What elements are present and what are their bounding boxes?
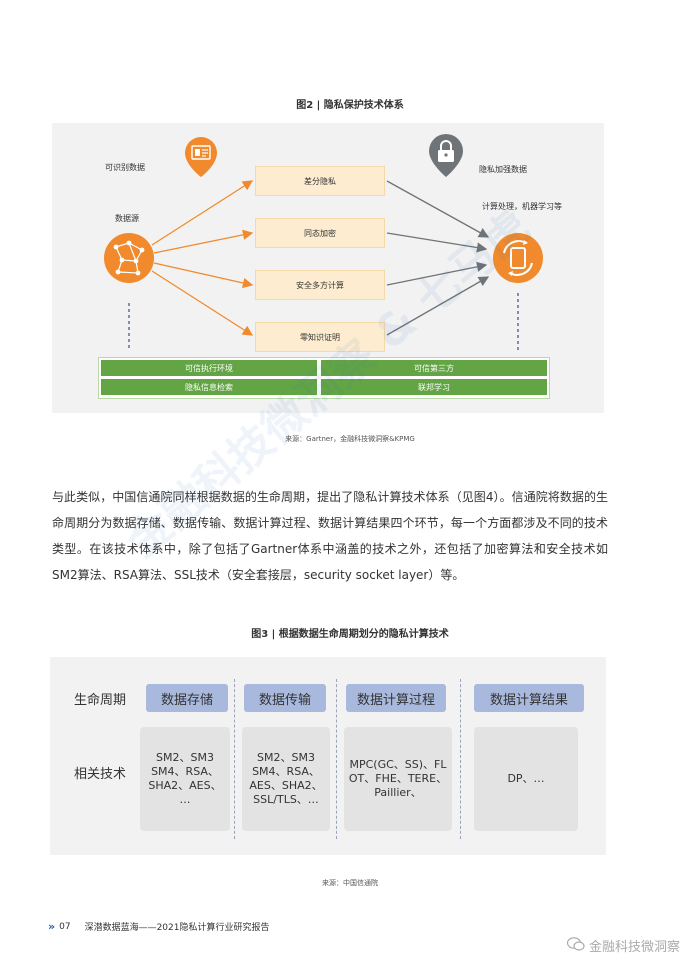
arrow-to-tech-3 (153, 262, 254, 289)
figure2-title: 图2 | 隐私保护技术体系 (296, 100, 404, 111)
row-label-technologies: 相关技术 (74, 767, 127, 782)
wechat-watermark: 金融科技微洞察 (566, 936, 680, 955)
infra-bar: 联邦学习 (321, 379, 547, 395)
diagram-arrows (104, 134, 543, 351)
chevron-right-icon: » (48, 920, 55, 933)
report-title: 深潜数据蓝海——2021隐私计算行业研究报告 (84, 923, 270, 933)
tech-box: 差分隐私 (255, 166, 385, 196)
col-head-computation: 数据计算过程 (346, 684, 446, 712)
label-data-source: 数据源 (115, 214, 139, 223)
label-identifiable-data: 可识别数据 (105, 163, 145, 172)
wechat-icon (566, 936, 585, 955)
wechat-account: 金融科技微洞察 (588, 940, 680, 955)
page-number: 07 (59, 921, 71, 932)
page-footer: » 07 深潜数据蓝海——2021隐私计算行业研究报告 (48, 920, 269, 933)
tech-box: 同态加密 (255, 218, 385, 248)
sync-device-icon (493, 233, 543, 283)
col-body-computation: MPC(GC、SS)、FL OT、FHE、TERE、 Paillier、 (344, 727, 452, 831)
infra-bar: 可信第三方 (321, 360, 547, 376)
label-processing: 计算处理，机器学习等 (482, 202, 562, 211)
infra-bar: 可信执行环境 (101, 360, 317, 376)
id-card-icon (185, 137, 217, 177)
tech-box: 零知识证明 (255, 322, 385, 352)
arrow-from-tech-3 (386, 261, 488, 286)
network-icon (104, 233, 154, 283)
body-paragraph: 与此类似，中国信通院同样根据数据的生命周期，提出了隐私计算技术体系（见图4）。信… (52, 490, 608, 582)
label-enhanced-data: 隐私加强数据 (479, 165, 527, 174)
infra-bar: 隐私信息检索 (101, 379, 317, 395)
arrow-from-tech-2 (386, 232, 488, 253)
tech-box: 安全多方计算 (255, 270, 385, 300)
figure2-source: 来源：Gartner，金融科技微洞察&KPMG (285, 435, 415, 443)
privacy-protection-diagram: 可识别数据 数据源 隐私加强数据 计算处理，机器学习等 差分隐私 同态加密 安全… (52, 123, 604, 413)
col-body-storage: SM2、SM3 SM4、RSA、 SHA2、AES、 … (140, 727, 230, 831)
col-head-storage: 数据存储 (146, 684, 228, 712)
arrow-to-tech-1 (151, 180, 254, 246)
figure3-source: 来源：中国信通院 (322, 879, 378, 887)
col-body-result: DP、… (474, 727, 578, 831)
lock-icon (429, 134, 463, 177)
col-head-result: 数据计算结果 (474, 684, 584, 712)
arrow-from-tech-1 (386, 180, 490, 238)
lifecycle-technology-table: 生命周期 相关技术 数据存储 数据传输 数据计算过程 数据计算结果 SM2、SM… (50, 657, 606, 855)
col-head-transfer: 数据传输 (244, 684, 326, 712)
row-label-lifecycle: 生命周期 (74, 693, 127, 708)
arrow-from-tech-4 (386, 276, 490, 336)
arrow-to-tech-4 (151, 270, 254, 336)
col-body-transfer: SM2、SM3 SM4、RSA、 AES、SHA2、 SSL/TLS、… (242, 727, 330, 831)
arrow-to-tech-2 (153, 229, 254, 254)
figure3-title: 图3 | 根据数据生命周期划分的隐私计算技术 (251, 629, 449, 640)
